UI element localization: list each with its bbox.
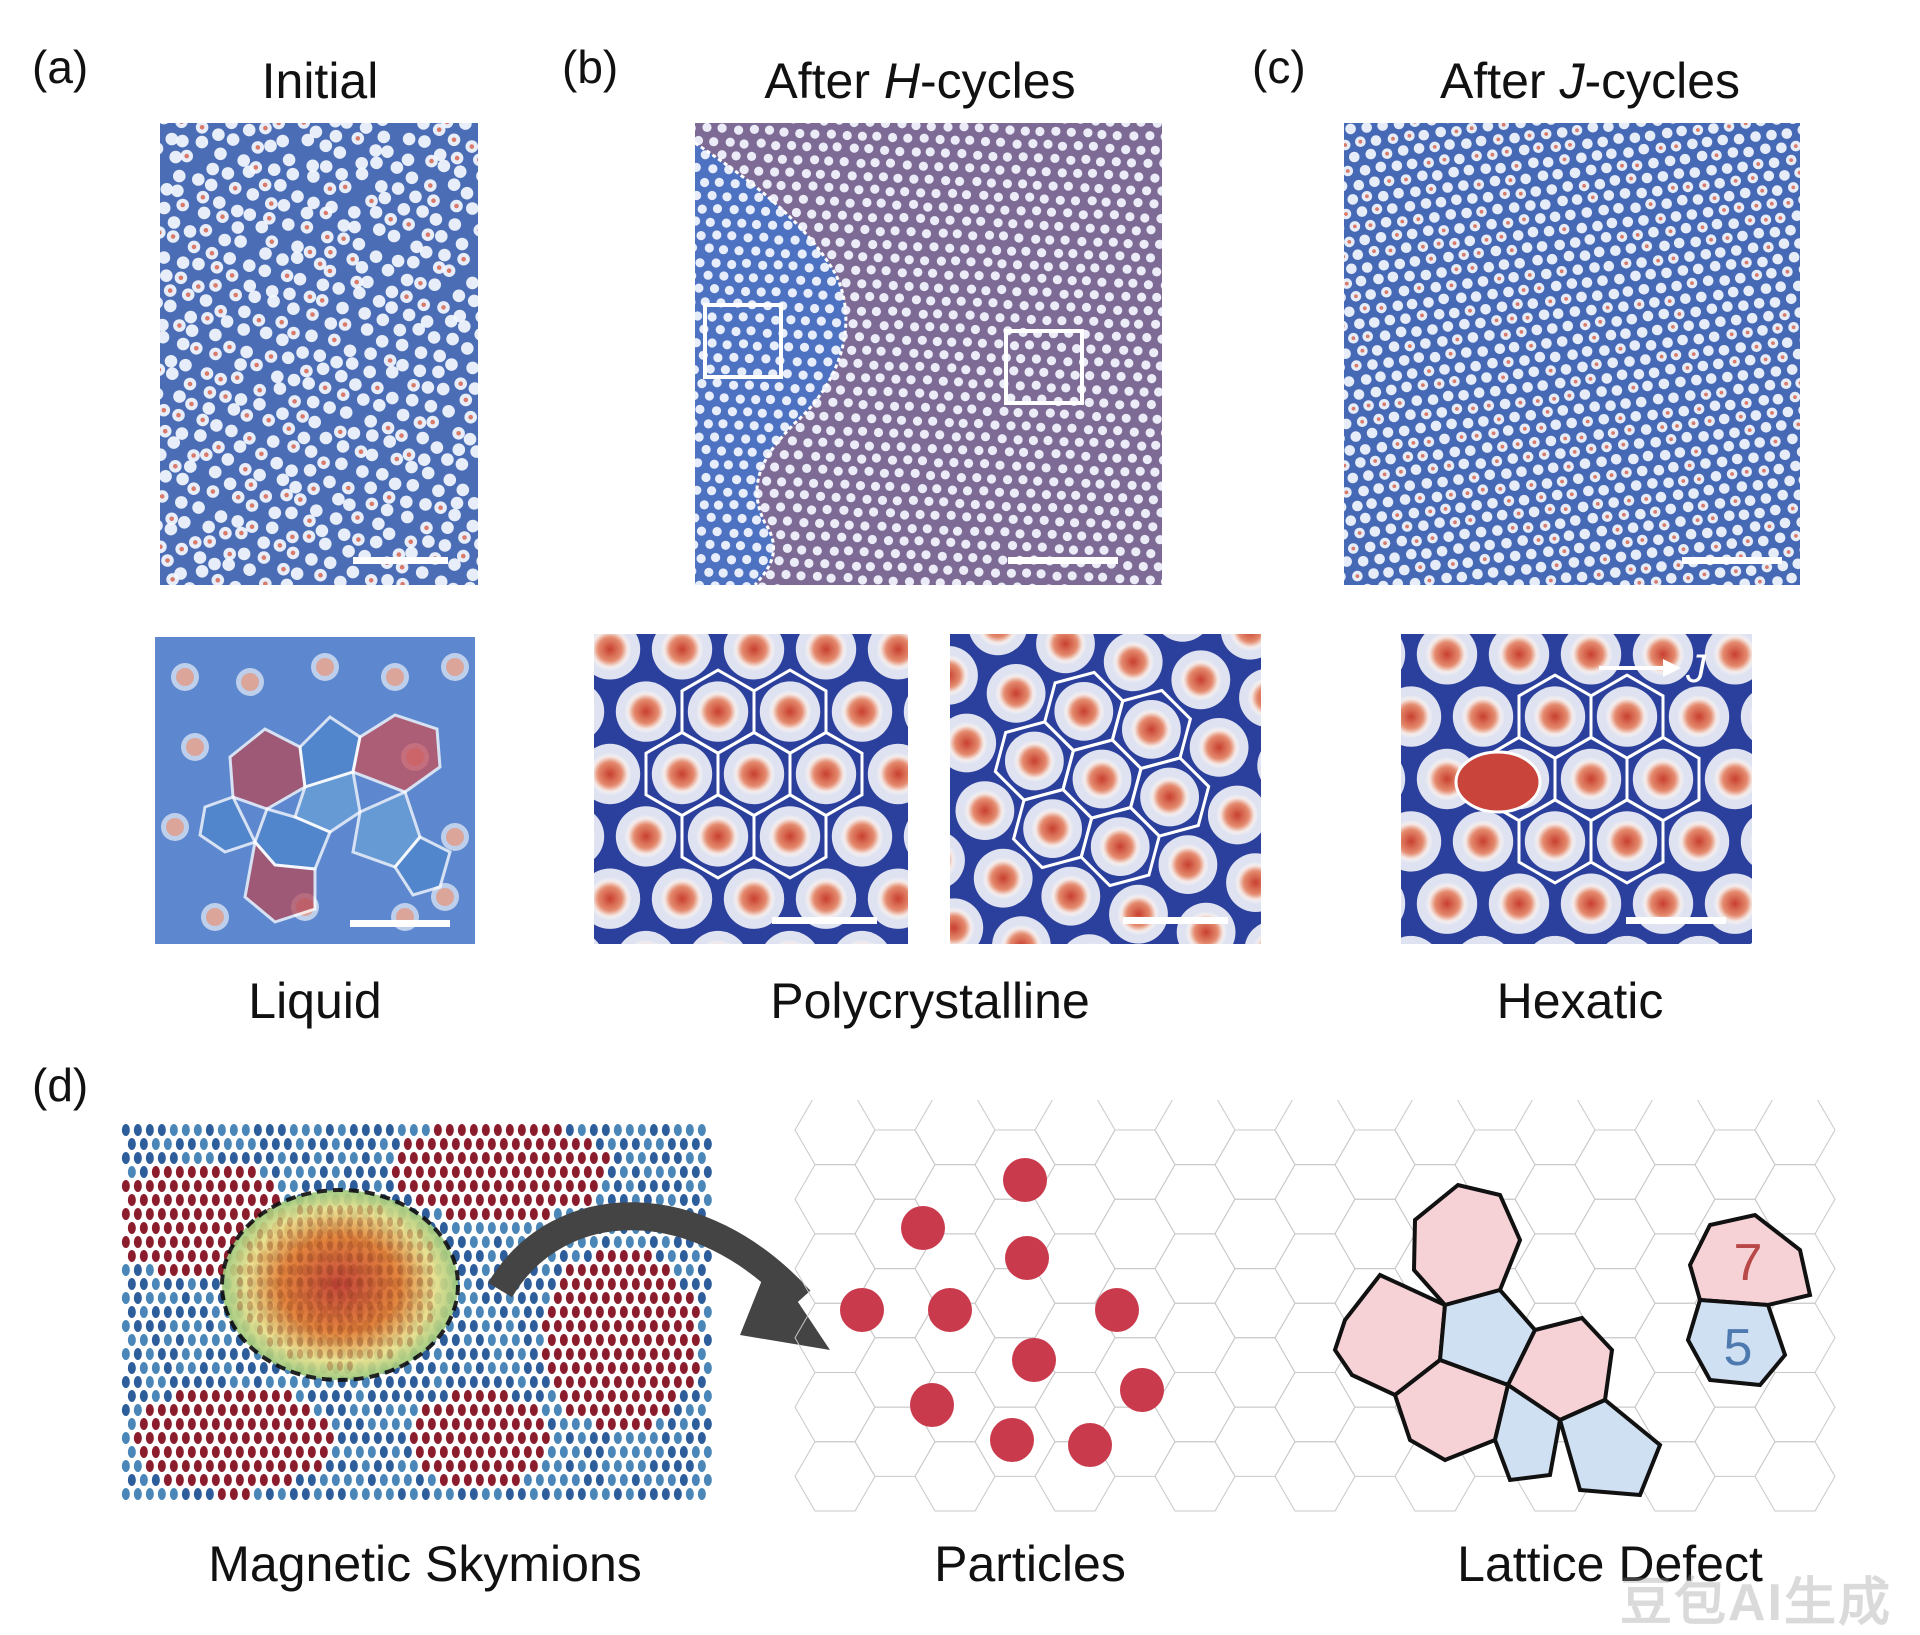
zoom-polycrystal-right — [950, 634, 1261, 944]
panel-title-c: After J-cycles — [1380, 52, 1800, 110]
scale-bar — [772, 917, 877, 924]
zoom-polycrystal-left — [594, 634, 908, 944]
image-initial — [160, 123, 478, 585]
defect-cell — [1414, 1185, 1520, 1305]
particle — [901, 1206, 945, 1250]
zoom-liquid — [155, 637, 475, 944]
scale-bar — [350, 920, 450, 927]
particle — [990, 1418, 1034, 1462]
current-label: J — [1685, 647, 1707, 691]
particle — [1120, 1368, 1164, 1412]
caption-magnetic-skyrmions: Magnetic Skymions — [150, 1535, 700, 1593]
panel-title-b: After H-cycles — [700, 52, 1140, 110]
particle — [1068, 1423, 1112, 1467]
particle — [928, 1288, 972, 1332]
particle — [1005, 1236, 1049, 1280]
scale-bar — [1123, 917, 1228, 924]
particles — [840, 1158, 1164, 1467]
particle — [1003, 1158, 1047, 1202]
panel-title-a: Initial — [160, 52, 480, 110]
zoom-hexatic: J — [1401, 634, 1752, 944]
defect-cell — [1560, 1400, 1660, 1495]
particle — [910, 1383, 954, 1427]
pentagon-number: 5 — [1724, 1319, 1753, 1377]
caption-liquid: Liquid — [165, 972, 465, 1030]
scale-bar — [353, 557, 448, 564]
particle — [1095, 1288, 1139, 1332]
scale-bar — [1008, 557, 1118, 564]
panel-label-c: (c) — [1252, 40, 1306, 94]
panel-label-a: (a) — [32, 40, 88, 94]
watermark: 豆包AI生成 — [1620, 1560, 1892, 1635]
caption-hexatic: Hexatic — [1430, 972, 1730, 1030]
particle — [840, 1288, 884, 1332]
lattice-defect: 75 — [1335, 1185, 1810, 1495]
panel-label-b: (b) — [562, 40, 618, 94]
large-skyrmion — [1456, 752, 1540, 812]
heptagon-number: 7 — [1734, 1234, 1763, 1292]
image-after-j-cycles — [1344, 123, 1800, 585]
caption-polycrystalline: Polycrystalline — [700, 972, 1160, 1030]
scale-bar — [1682, 557, 1782, 564]
scale-bar — [1626, 917, 1726, 924]
particle — [1012, 1338, 1056, 1382]
caption-particles: Particles — [880, 1535, 1180, 1593]
image-after-h-cycles — [695, 123, 1162, 585]
